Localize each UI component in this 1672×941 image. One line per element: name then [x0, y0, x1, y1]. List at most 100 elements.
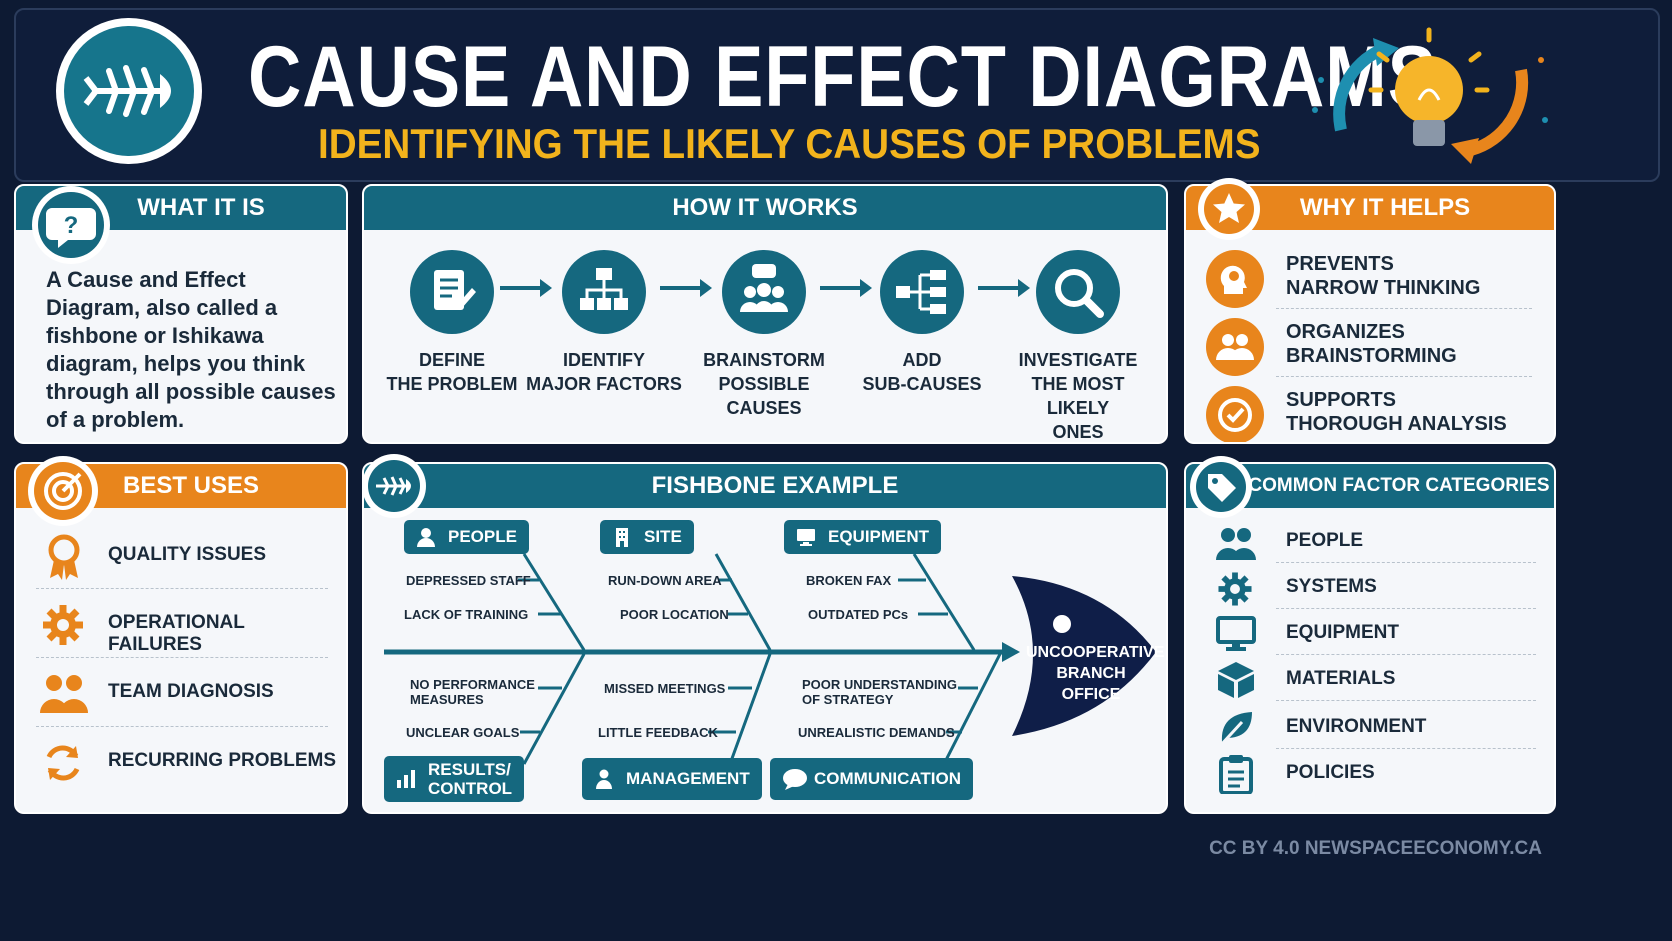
- effect-label: UNCOOPERATIVE BRANCH OFFICE: [1026, 642, 1165, 705]
- category-item: POLICIES: [1214, 754, 1554, 794]
- divider: [1276, 608, 1536, 610]
- best-use-label: QUALITY ISSUES: [108, 544, 267, 565]
- award-icon: [48, 534, 80, 580]
- question-icon: ?: [32, 186, 110, 264]
- clipboard-icon: [1219, 755, 1253, 794]
- fishbone-diagram: [384, 553, 1156, 765]
- gear-icon: [1218, 572, 1252, 606]
- why-line: BRAINSTORMING: [1286, 345, 1457, 367]
- target-icon: [28, 456, 98, 526]
- category-item: EQUIPMENT: [1214, 614, 1554, 654]
- effect-line: BRANCH: [1056, 665, 1126, 682]
- how-it-works-panel: HOW IT WORKS DEFINE THE PROBLEM IDENTIFY M…: [362, 184, 1168, 444]
- effect-line: UNCOOPERATIVE: [1026, 644, 1165, 661]
- category-item: SYSTEMS: [1214, 568, 1554, 608]
- category-label: PEOPLE: [1286, 530, 1364, 551]
- fishbone-heading: FISHBONE EXAMPLE: [364, 464, 1166, 508]
- category-label: SITE: [644, 527, 682, 546]
- people-icon: [1206, 318, 1264, 376]
- page-subtitle: IDENTIFYING THE LIKELY CAUSES OF PROBLEM…: [318, 120, 1261, 167]
- cause-line: POOR UNDERSTANDING: [802, 677, 958, 692]
- divider: [36, 588, 328, 590]
- check-circle-icon: [1206, 386, 1264, 442]
- step-label-line: INVESTIGATE: [1018, 350, 1138, 370]
- cause-label: LITTLE FEEDBACK: [598, 725, 718, 740]
- cause-label: UNCLEAR GOALS: [406, 725, 520, 740]
- why-line: NARROW THINKING: [1286, 277, 1481, 299]
- best-use-item: OPERATIONAL FAILURES: [36, 600, 336, 655]
- divider: [1276, 748, 1536, 750]
- gear-icon: [43, 605, 83, 645]
- leaf-icon: [1218, 712, 1252, 746]
- best-use-item: RECURRING PROBLEMS: [36, 738, 336, 788]
- step-label-line: BRAINSTORM: [703, 350, 825, 370]
- best-use-label: OPERATIONAL FAILURES: [108, 612, 245, 655]
- step-identify: IDENTIFY MAJOR FACTORS: [524, 250, 684, 396]
- divider: [1276, 308, 1532, 310]
- manager-icon: [596, 769, 612, 789]
- category-chip-equipment: EQUIPMENT: [784, 520, 942, 554]
- cause-line: OF STRATEGY: [802, 692, 894, 707]
- document-edit-icon: [410, 250, 494, 334]
- magnifier-icon: [1036, 250, 1120, 334]
- arrow-icon: [978, 279, 1030, 297]
- brain-head-icon: [1206, 250, 1264, 308]
- arrow-icon: [500, 279, 552, 297]
- step-define: DEFINE THE PROBLEM: [372, 250, 532, 396]
- category-line: CONTROL: [428, 779, 513, 798]
- header-banner: CAUSE AND EFFECT DIAGRAMS IDENTIFYING TH…: [14, 8, 1660, 182]
- best-use-item: QUALITY ISSUES: [36, 532, 336, 582]
- cause-label: BROKEN FAX: [806, 573, 892, 588]
- effect-line: OFFICE: [1061, 686, 1121, 703]
- category-label: PEOPLE: [448, 527, 517, 546]
- category-chip-results-control: RESULTS/ CONTROL: [384, 756, 525, 802]
- fishbone-icon: [362, 454, 426, 518]
- step-label-line: DEFINE: [418, 350, 485, 370]
- step-label-line: THE PROBLEM: [386, 374, 518, 394]
- what-it-is-body: A Cause and Effect Diagram, also called …: [46, 267, 336, 432]
- building-icon: [616, 528, 628, 547]
- svg-text:?: ?: [64, 212, 79, 239]
- category-label: MANAGEMENT: [626, 769, 750, 788]
- group-chat-icon: [722, 250, 806, 334]
- cause-label: POOR UNDERSTANDING OF STRATEGY: [802, 677, 957, 707]
- category-label: MATERIALS: [1286, 668, 1396, 689]
- monitor-icon: [1216, 616, 1256, 651]
- category-chip-site: SITE: [600, 520, 694, 554]
- best-use-label: RECURRING PROBLEMS: [108, 750, 337, 771]
- divider: [1276, 654, 1536, 656]
- page-title: CAUSE AND EFFECT DIAGRAMS: [248, 29, 1438, 125]
- category-label: EQUIPMENT: [1286, 622, 1399, 643]
- category-chip-management: MANAGEMENT: [582, 758, 762, 800]
- people-icon: [1216, 528, 1256, 560]
- why-line: ORGANIZES: [1286, 321, 1405, 343]
- lightbulb-icon: [1312, 27, 1548, 164]
- step-label-line: ONES: [1052, 422, 1104, 442]
- divider: [36, 726, 328, 728]
- cause-line: MEASURES: [410, 692, 484, 707]
- how-it-works-heading: HOW IT WORKS: [364, 186, 1166, 230]
- why-line: SUPPORTS: [1286, 389, 1397, 411]
- step-label-line: IDENTIFY: [562, 350, 645, 370]
- cause-label: DEPRESSED STAFF: [406, 573, 531, 588]
- branch-icon: [880, 250, 964, 334]
- why-line: PREVENTS: [1286, 253, 1394, 275]
- arrow-icon: [660, 279, 712, 297]
- best-use-item: TEAM DIAGNOSIS: [36, 669, 336, 719]
- category-label: POLICIES: [1286, 762, 1375, 783]
- category-item: ENVIRONMENT: [1214, 708, 1554, 748]
- cause-label: MISSED MEETINGS: [604, 681, 726, 696]
- step-label-line: MAJOR FACTORS: [526, 374, 682, 394]
- cause-line: NO PERFORMANCE: [410, 677, 535, 692]
- category-item: PEOPLE: [1214, 522, 1554, 562]
- category-chip-people: PEOPLE: [404, 520, 529, 554]
- bar-chart-icon: [397, 770, 415, 788]
- category-label: SYSTEMS: [1286, 576, 1377, 597]
- step-label-line: ADD: [902, 350, 942, 370]
- cause-label: RUN-DOWN AREA: [608, 573, 722, 588]
- cause-label: LACK OF TRAINING: [404, 607, 529, 622]
- monitor-icon: [797, 529, 815, 546]
